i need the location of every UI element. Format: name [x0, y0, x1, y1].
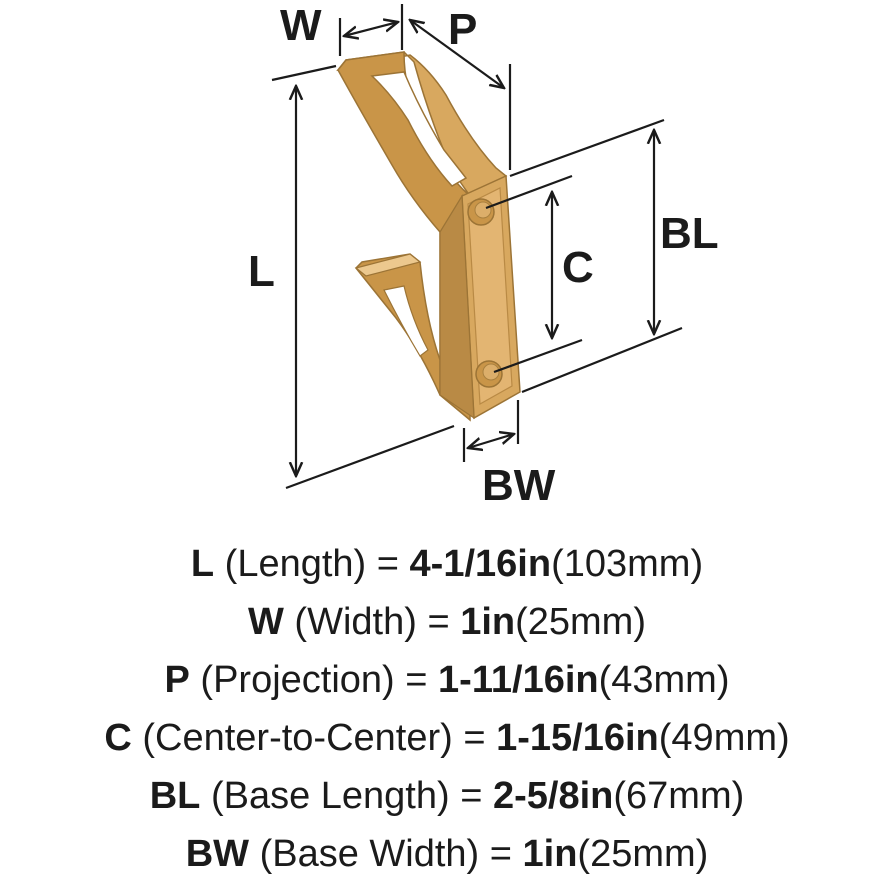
hook-dimension-diagram: W P L C BL BW: [248, 1, 719, 510]
spec-equals: =: [405, 659, 428, 701]
spec-line-center-to-center: C (Center-to-Center) = 1-15/16in(49mm): [0, 709, 894, 767]
spec-equals: =: [463, 717, 486, 759]
label-p: P: [448, 5, 477, 54]
spec-line-base-length: BL (Base Length) = 2-5/8in(67mm): [0, 767, 894, 825]
hook-upper-slot: [370, 71, 468, 187]
spec-equals: =: [489, 833, 512, 875]
hook-base-edge: [439, 194, 475, 420]
label-bl: BL: [660, 209, 719, 258]
spec-metric: (25mm): [515, 601, 646, 643]
bottom-screw-icon: [475, 360, 503, 388]
spec-code: P: [164, 659, 190, 701]
spec-line-length: L (Length) = 4-1/16in(103mm): [0, 535, 894, 593]
spec-metric: (43mm): [598, 659, 730, 701]
spec-code: C: [104, 717, 132, 759]
spec-name: (Base Length): [210, 775, 450, 817]
hook-lower-arm: [354, 253, 441, 396]
spec-code: BL: [149, 775, 201, 817]
spec-imperial: 1in: [522, 833, 578, 875]
spec-metric: (103mm): [551, 543, 704, 585]
spec-imperial: 4-1/16in: [409, 543, 552, 585]
dimension-spec-list: L (Length) = 4-1/16in(103mm) W (Width) =…: [0, 535, 894, 883]
spec-line-base-width: BW (Base Width) = 1in(25mm): [0, 825, 894, 883]
spec-line-width: W (Width) = 1in(25mm): [0, 593, 894, 651]
spec-name: (Projection): [200, 659, 395, 701]
spec-equals: =: [427, 601, 450, 643]
spec-equals: =: [460, 775, 483, 817]
label-bw: BW: [482, 461, 556, 510]
coat-hook-illustration: [336, 51, 521, 422]
spec-metric: (67mm): [613, 775, 745, 817]
hook-lower-arm-top: [354, 253, 422, 277]
spec-line-projection: P (Projection) = 1-11/16in(43mm): [0, 651, 894, 709]
spec-code: BW: [185, 833, 249, 875]
label-l: L: [248, 247, 275, 296]
spec-metric: (49mm): [658, 717, 790, 759]
spec-name: (Width): [294, 601, 417, 643]
dimension-lines: [271, 4, 683, 490]
spec-name: (Length): [224, 543, 367, 585]
hook-lower-slot: [383, 285, 429, 357]
hook-base-plate-inner: [467, 187, 513, 405]
spec-code: W: [247, 601, 284, 643]
spec-imperial: 1-11/16in: [438, 659, 599, 701]
top-screw-icon: [467, 198, 495, 226]
spec-name: (Base Width): [259, 833, 480, 875]
spec-code: L: [190, 543, 215, 585]
spec-equals: =: [376, 543, 399, 585]
spec-imperial: 1-15/16in: [496, 717, 659, 759]
spec-name: (Center-to-Center): [142, 717, 453, 759]
spec-imperial: 2-5/8in: [492, 775, 614, 817]
label-c: C: [562, 243, 594, 292]
spec-imperial: 1in: [460, 601, 516, 643]
label-w: W: [280, 1, 322, 50]
spec-metric: (25mm): [577, 833, 709, 875]
